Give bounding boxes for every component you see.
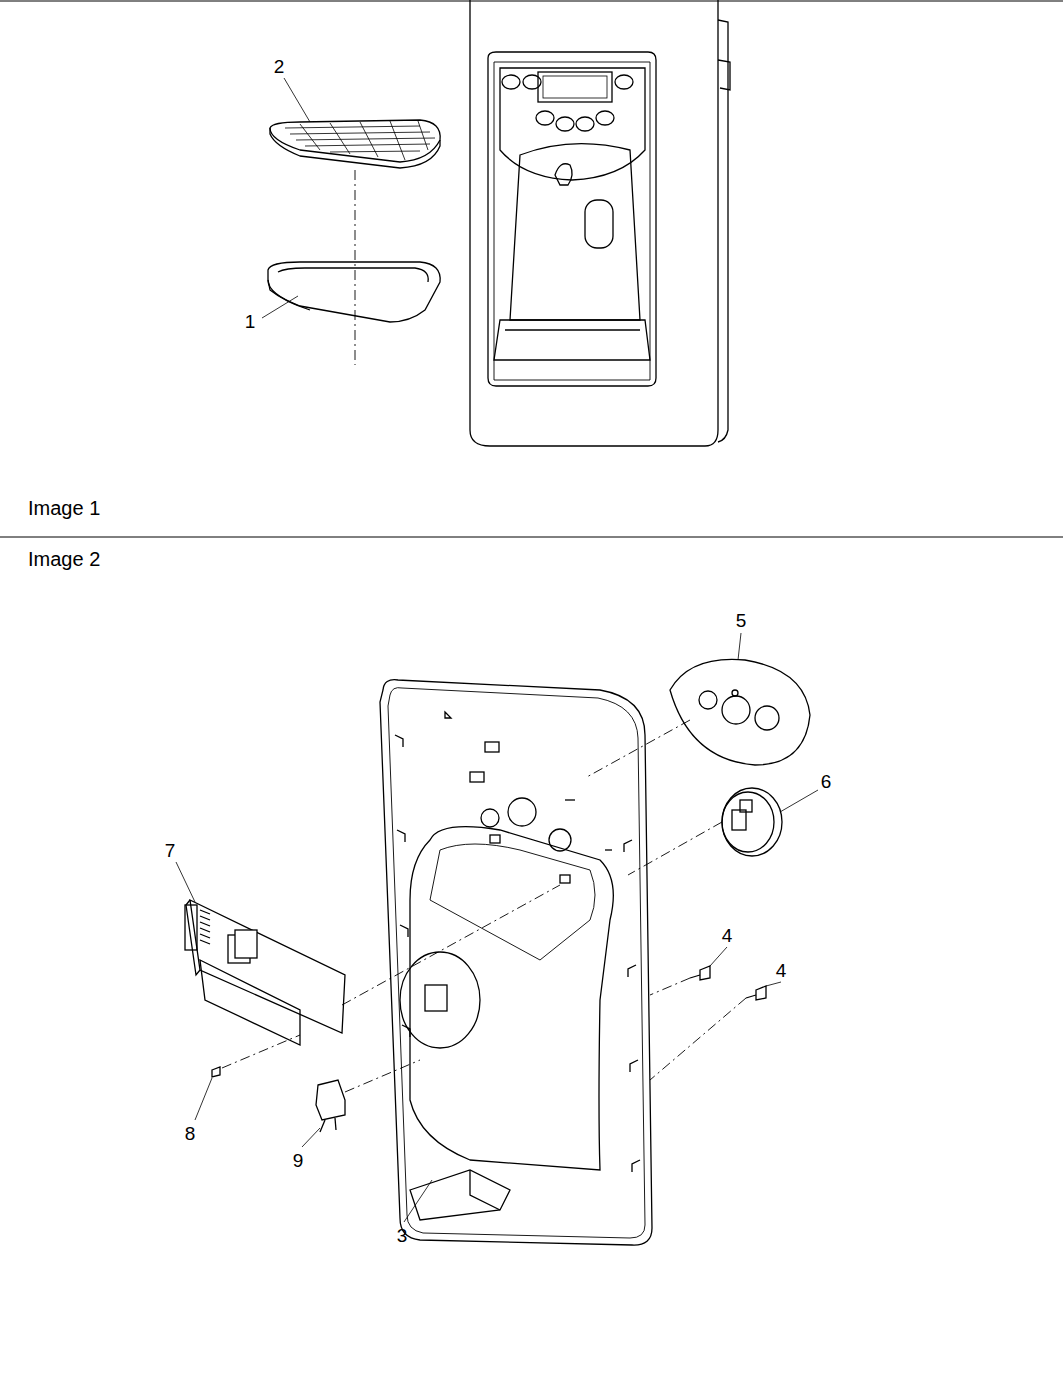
control-board [185,900,345,1045]
callout-number: 7 [165,841,176,860]
callout-number: 2 [274,57,285,76]
callout-number: 1 [245,312,256,331]
drip-tray [268,262,440,322]
callout-number: 5 [736,611,747,630]
callout-leader [176,78,818,1222]
mounting-plate [670,659,810,765]
screw [212,966,766,1077]
image-heading: Image 2 [28,549,100,569]
dispenser-switch [722,788,782,856]
callout-number: 4 [722,926,733,945]
rule [0,1,1063,2]
callout-number: 3 [397,1226,408,1245]
drip-grille [270,120,440,168]
refrigerator-door [470,0,730,446]
callout-number: 8 [185,1124,196,1143]
image-heading: Image 1 [28,498,100,518]
callout-number: 9 [293,1151,304,1170]
rule [0,537,1063,538]
callout-number: 6 [821,772,832,791]
leader-line [222,720,746,1092]
dispenser-panel [380,680,652,1245]
micro-switch [316,1080,345,1132]
callout-number: 4 [776,961,787,980]
